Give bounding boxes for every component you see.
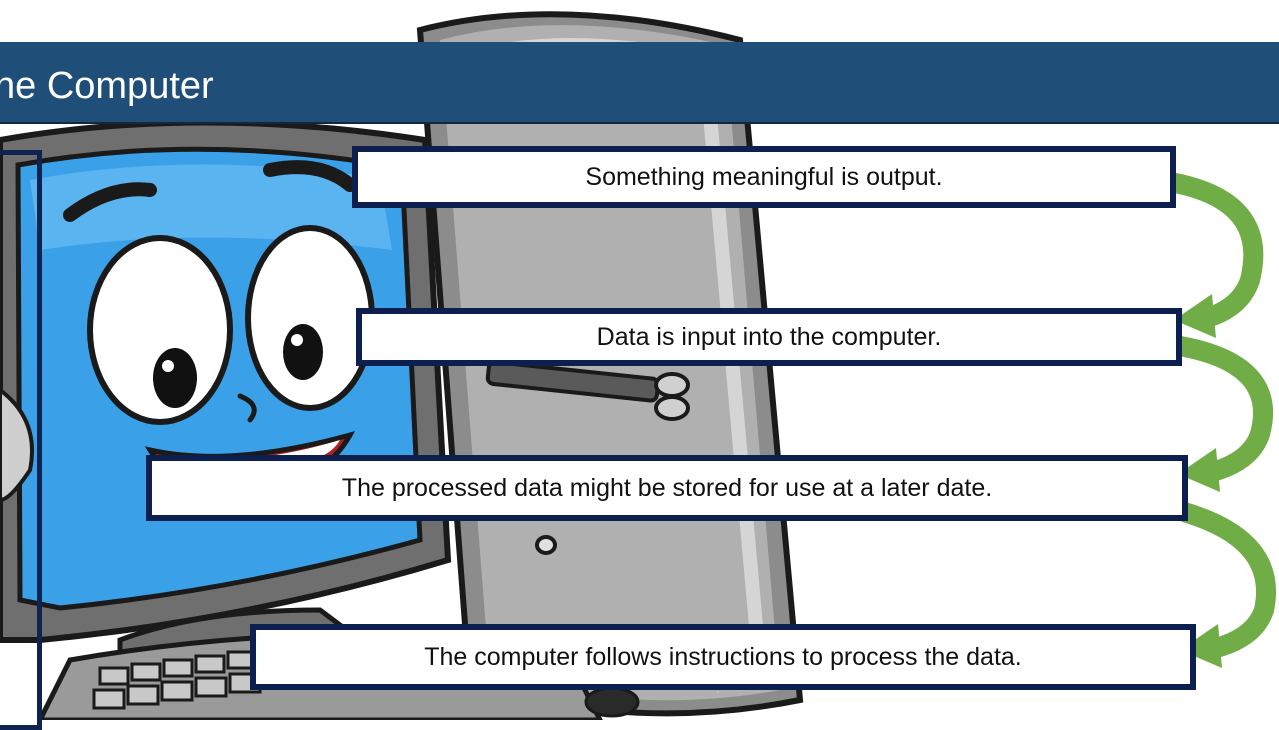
step-input-text: Data is input into the computer. — [596, 322, 942, 351]
slide-title: he Computer — [0, 65, 214, 107]
step-store-box: The processed data might be stored for u… — [146, 455, 1188, 521]
step-output-text: Something meaningful is output. — [585, 162, 943, 191]
step-process-text: The computer follows instructions to pro… — [424, 642, 1022, 671]
curved-arrow-icon — [1168, 172, 1264, 338]
stray-mark — [717, 691, 719, 693]
title-bar — [0, 42, 1279, 124]
curved-arrow-icon — [1178, 336, 1274, 492]
left-content-frame — [0, 150, 42, 730]
curved-arrow-icon — [1180, 502, 1277, 668]
step-process-box: The computer follows instructions to pro… — [250, 624, 1196, 690]
step-store-text: The processed data might be stored for u… — [341, 473, 993, 502]
step-input-box: Data is input into the computer. — [356, 308, 1182, 366]
step-output-box: Something meaningful is output. — [352, 146, 1176, 208]
